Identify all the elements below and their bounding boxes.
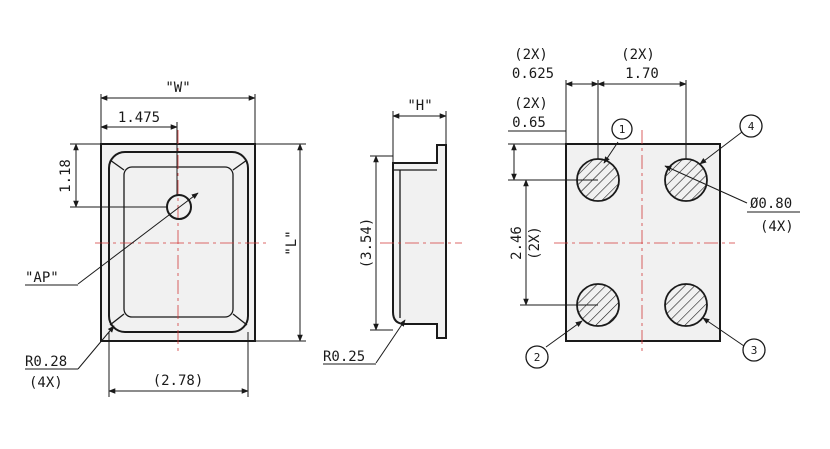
pad-diameter-label: Ø0.80	[750, 196, 792, 212]
width-label: "W"	[165, 80, 190, 96]
pad-diameter-leader	[664, 165, 748, 204]
corner-line-tl	[109, 159, 125, 171]
radius-count: (4X)	[29, 375, 63, 391]
pad-pitch-y-count: (2X)	[527, 226, 543, 260]
port-label: "AP"	[25, 270, 59, 286]
pin-3-leader	[702, 317, 745, 347]
height-label: "H"	[407, 98, 432, 114]
pad-diameter-count: (4X)	[760, 219, 794, 235]
pin-2-leader	[545, 320, 583, 348]
pad-4	[664, 158, 708, 202]
side-radius-leader	[375, 319, 406, 364]
side-view: "H" (3.54) R0.25	[323, 98, 462, 365]
pin-4-callout	[739, 114, 763, 138]
offset-label: 1.475	[118, 110, 160, 126]
pad-edge-count: (2X)	[514, 96, 548, 112]
radius-label: R0.28	[25, 354, 67, 370]
port-leader	[77, 192, 199, 285]
side-radius-label: R0.25	[323, 349, 365, 365]
pad-pitch-x-label: 1.70	[625, 66, 659, 82]
pad-pitch-y-label: 2.46	[509, 226, 525, 260]
pin-3-number: 3	[751, 344, 758, 357]
pin-3-callout	[742, 338, 766, 362]
bottom-view: (2X) 0.625 (2X) 1.70 (2X) 0.65 2.46 (2X)…	[508, 47, 800, 369]
pad-pitch-x-count: (2X)	[621, 47, 655, 63]
pin-2-callout	[525, 345, 549, 369]
top-view: "W" 1.475 1.18 "L" "AP" R0.28 (4X) (2.78…	[25, 80, 306, 397]
vertical-offset-label: 1.18	[58, 159, 74, 193]
length-label: "L"	[284, 230, 300, 255]
pad-edge-label: 0.65	[512, 115, 546, 131]
pin-4-leader	[699, 131, 743, 165]
inner-width-label: (2.78)	[153, 373, 204, 389]
top-view-lid	[108, 151, 249, 333]
radius-leader	[77, 325, 115, 370]
pin-1-callout	[611, 118, 633, 140]
pad-offset-count: (2X)	[514, 47, 548, 63]
pad-3	[664, 283, 708, 327]
corner-line-br	[232, 313, 248, 326]
pin-1-leader	[603, 141, 619, 164]
pin-2-number: 2	[534, 351, 541, 364]
inner-length-label: (3.54)	[359, 218, 375, 269]
pin-4-number: 4	[748, 120, 755, 133]
pin-1-number: 1	[619, 123, 626, 136]
corner-line-tr	[232, 159, 248, 171]
side-view-body	[392, 144, 447, 339]
top-view-inner-edge	[123, 166, 234, 318]
pad-offset-label: 0.625	[512, 66, 554, 82]
corner-line-bl	[109, 313, 125, 326]
